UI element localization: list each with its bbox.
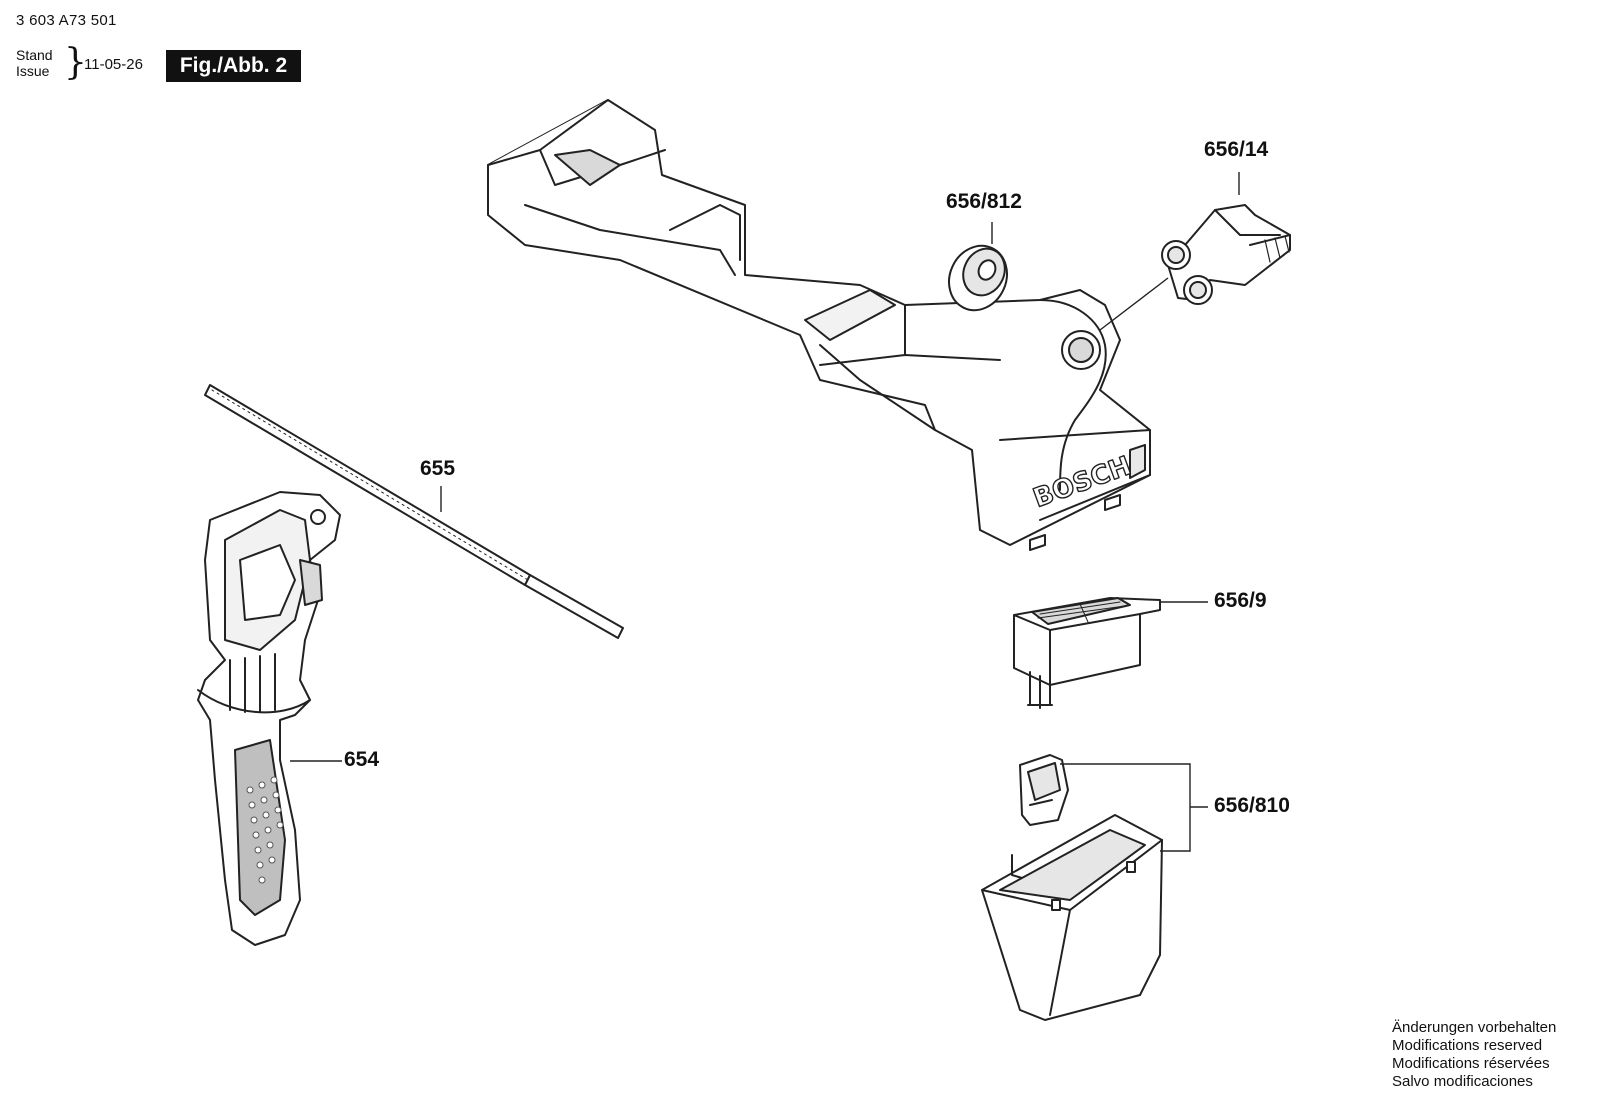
- auxiliary-handle: [197, 491, 341, 946]
- callout-655: 655: [420, 457, 456, 480]
- notice-line-de: Änderungen vorbehalten: [1392, 1019, 1557, 1036]
- seal-ring: [948, 244, 1008, 312]
- notice-line-es: Salvo modificaciones: [1392, 1073, 1533, 1090]
- brace-icon: }: [64, 42, 87, 83]
- callout-656-810: 656/810: [1214, 794, 1290, 817]
- issue-label: Issue: [16, 63, 50, 79]
- modifications-notice: Änderungen vorbehalten Modifications res…: [1392, 1019, 1556, 1091]
- stand-label: Stand: [16, 47, 53, 63]
- callout-654: 654: [344, 748, 380, 771]
- dust-container: [981, 814, 1163, 1021]
- figure-badge: Fig./Abb. 2: [166, 50, 301, 82]
- issue-date: 11-05-26: [84, 56, 143, 73]
- depth-stop-rod: [204, 384, 624, 639]
- filter-element: [1013, 597, 1161, 709]
- notice-line-en: Modifications reserved: [1392, 1037, 1543, 1054]
- dust-extraction-housing: BOSCH: [487, 99, 1151, 551]
- callout-656-14: 656/14: [1204, 138, 1269, 161]
- callout-656-9: 656/9: [1214, 589, 1267, 612]
- latch-clip: [1019, 754, 1069, 826]
- stand-issue-label: Stand Issue: [16, 47, 53, 79]
- notice-line-fr: Modifications réservées: [1392, 1055, 1550, 1072]
- callout-656-812: 656/812: [946, 190, 1022, 213]
- pivot-clip: [1161, 204, 1291, 305]
- leader-line-pivot: [1099, 277, 1169, 331]
- document-number: 3 603 A73 501: [16, 12, 117, 29]
